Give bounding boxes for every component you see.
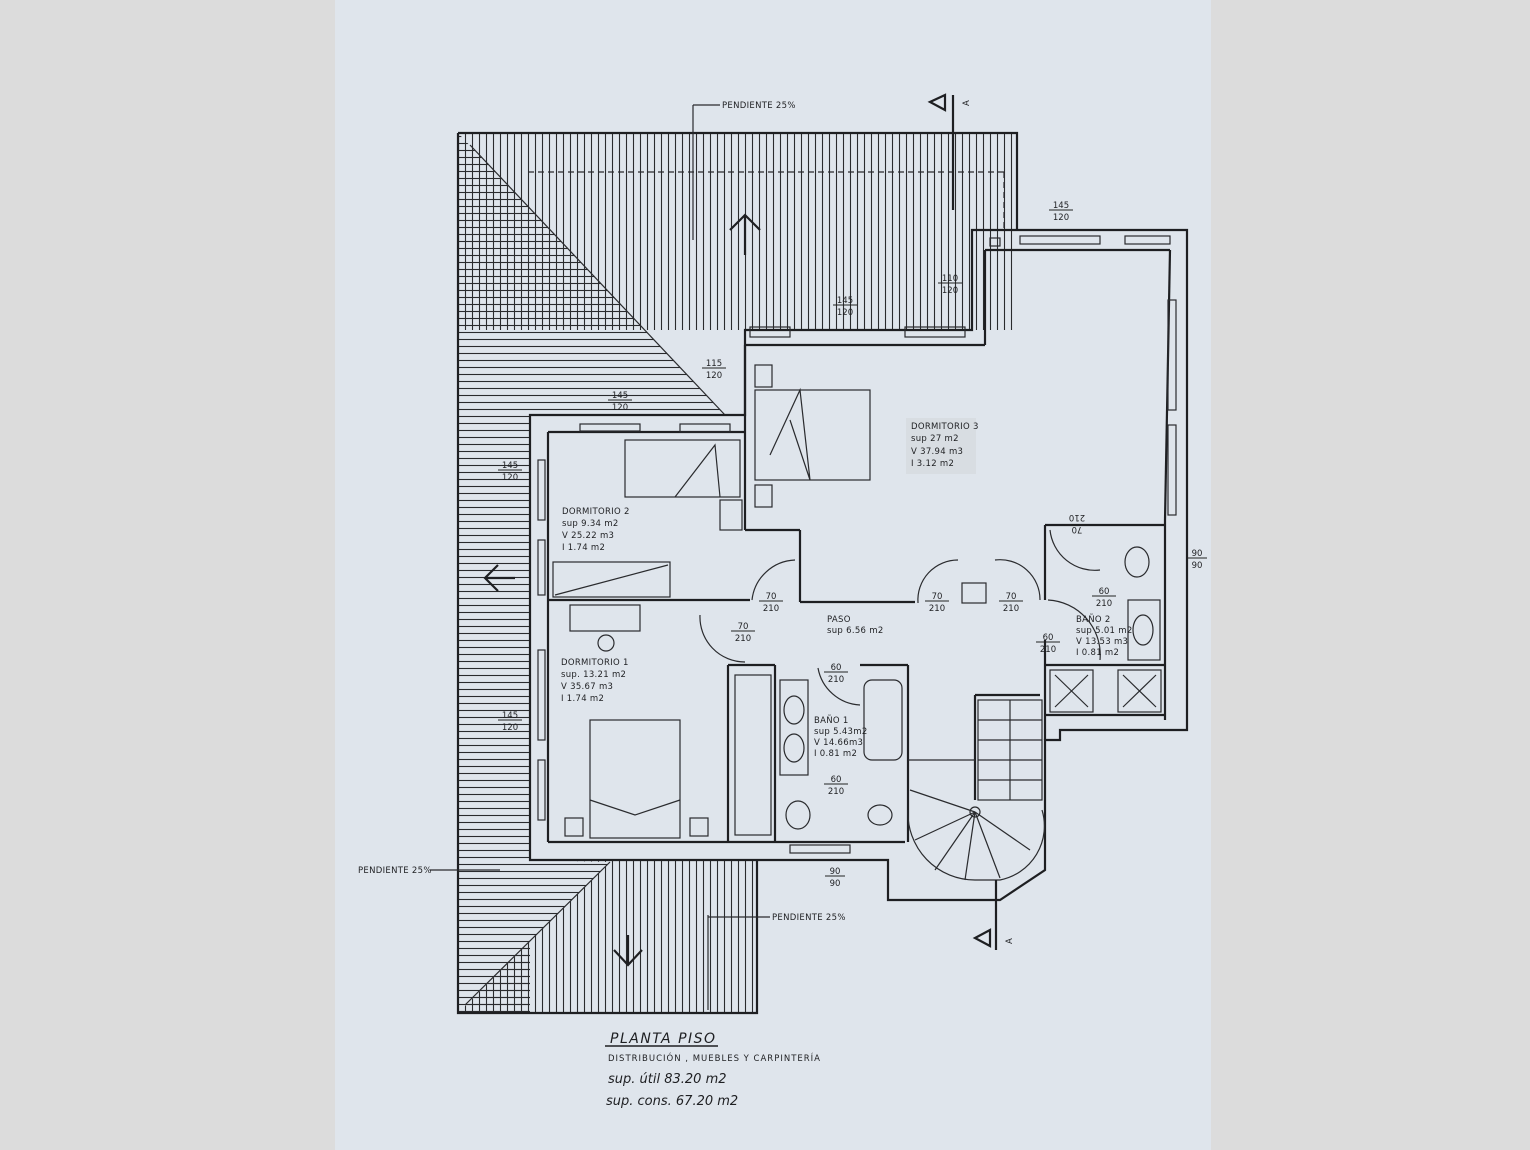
- built-area: sup. cons. 67.20 m2: [606, 1094, 738, 1109]
- svg-text:90: 90: [1192, 549, 1203, 559]
- room-dormitorio-2: DORMITORIO 2 sup 9.34 m2 V 25.22 m3 I 1.…: [562, 507, 630, 553]
- room-dormitorio-1: DORMITORIO 1 sup. 13.21 m2 V 35.67 m3 I …: [561, 658, 629, 704]
- slope-label-top: PENDIENTE 25%: [722, 101, 796, 111]
- svg-text:60: 60: [831, 775, 842, 785]
- section-line-a: [927, 93, 998, 950]
- svg-text:sup 5.01 m2: sup 5.01 m2: [1076, 626, 1133, 636]
- svg-text:I 0.81 m2: I 0.81 m2: [1076, 648, 1119, 658]
- svg-text:110: 110: [942, 274, 958, 284]
- svg-text:210: 210: [1096, 599, 1112, 609]
- svg-text:DORMITORIO 1: DORMITORIO 1: [561, 658, 629, 668]
- svg-text:145: 145: [837, 296, 853, 306]
- svg-text:V 35.67 m3: V 35.67 m3: [561, 682, 613, 692]
- slope-arrows: [483, 213, 761, 967]
- roof-bottom: [458, 860, 757, 1013]
- svg-text:I 0.81 m2: I 0.81 m2: [814, 749, 857, 759]
- svg-text:I 1.74 m2: I 1.74 m2: [562, 543, 605, 553]
- svg-text:sup. 13.21 m2: sup. 13.21 m2: [561, 670, 626, 680]
- svg-text:210: 210: [929, 604, 945, 614]
- plan-title: PLANTA PISO: [610, 1031, 717, 1047]
- svg-text:60: 60: [831, 663, 842, 673]
- svg-text:90: 90: [830, 879, 841, 889]
- room-paso: PASO sup 6.56 m2: [827, 615, 884, 636]
- svg-text:120: 120: [942, 286, 958, 296]
- room-dormitorio-3: DORMITORIO 3 sup 27 m2 V 37.94 m3 I 3.12…: [911, 422, 979, 469]
- svg-text:145: 145: [502, 461, 518, 471]
- usable-area: sup. útil 83.20 m2: [608, 1072, 727, 1087]
- hip-line: [464, 861, 611, 1006]
- slope-label-left: PENDIENTE 25%: [358, 866, 432, 876]
- svg-text:210: 210: [828, 675, 844, 685]
- svg-text:60: 60: [1099, 587, 1110, 597]
- svg-text:120: 120: [612, 403, 628, 413]
- svg-text:115: 115: [706, 359, 722, 369]
- room-bano-1: BAÑO 1 sup 5.43m2 V 14.66m3 I 0.81 m2: [814, 715, 868, 759]
- svg-text:70: 70: [738, 622, 749, 632]
- svg-text:120: 120: [1053, 213, 1069, 223]
- furniture: [552, 364, 1162, 839]
- plan-subtitle: DISTRIBUCIÓN , MUEBLES Y CARPINTERÍA: [608, 1052, 821, 1064]
- svg-text:120: 120: [706, 371, 722, 381]
- svg-text:V 25.22 m3: V 25.22 m3: [562, 531, 614, 541]
- room-bano-2: BAÑO 2 sup 5.01 m2 V 13.53 m3 I 0.81 m2: [1076, 614, 1133, 658]
- section-marker-label: A: [962, 100, 972, 106]
- svg-text:120: 120: [502, 723, 518, 733]
- svg-text:210: 210: [828, 787, 844, 797]
- svg-text:210: 210: [1040, 645, 1056, 655]
- svg-text:60: 60: [1043, 633, 1054, 643]
- svg-text:V 13.53 m3: V 13.53 m3: [1076, 637, 1128, 647]
- svg-text:BAÑO 1: BAÑO 1: [814, 715, 849, 726]
- svg-text:DORMITORIO 2: DORMITORIO 2: [562, 507, 630, 517]
- staircase: [907, 699, 1045, 881]
- roof-left: [458, 415, 530, 1013]
- svg-text:145: 145: [1053, 201, 1069, 211]
- svg-text:145: 145: [612, 391, 628, 401]
- svg-text:210: 210: [1069, 512, 1085, 522]
- doors: [699, 529, 1101, 706]
- svg-text:90: 90: [830, 867, 841, 877]
- svg-text:210: 210: [763, 604, 779, 614]
- section-marker-label: A: [1005, 938, 1015, 944]
- svg-text:210: 210: [735, 634, 751, 644]
- hip-line: [469, 144, 726, 416]
- svg-text:sup 27 m2: sup 27 m2: [911, 434, 959, 444]
- roof-top: [458, 133, 1017, 415]
- svg-text:PASO: PASO: [827, 615, 851, 625]
- svg-text:sup 9.34 m2: sup 9.34 m2: [562, 519, 619, 529]
- svg-text:I 3.12 m2: I 3.12 m2: [911, 459, 954, 469]
- svg-text:I 1.74 m2: I 1.74 m2: [561, 694, 604, 704]
- svg-text:V 14.66m3: V 14.66m3: [814, 738, 863, 748]
- svg-text:V 37.94 m3: V 37.94 m3: [911, 447, 963, 457]
- slope-label-bottom: PENDIENTE 25%: [772, 913, 846, 923]
- title-block: PLANTA PISO DISTRIBUCIÓN , MUEBLES Y CAR…: [605, 1031, 821, 1109]
- svg-text:70: 70: [766, 592, 777, 602]
- svg-text:120: 120: [837, 308, 853, 318]
- svg-text:70: 70: [1072, 524, 1083, 534]
- svg-text:sup 6.56 m2: sup 6.56 m2: [827, 626, 884, 636]
- svg-text:70: 70: [932, 592, 943, 602]
- svg-text:BAÑO 2: BAÑO 2: [1076, 614, 1111, 625]
- svg-text:120: 120: [502, 473, 518, 483]
- svg-text:90: 90: [1192, 561, 1203, 571]
- windows: [537, 235, 1177, 854]
- dimension-labels: 145 120 110 120 145 120 115 120 145 120 145 12…: [498, 201, 1207, 889]
- svg-text:210: 210: [1003, 604, 1019, 614]
- svg-text:70: 70: [1006, 592, 1017, 602]
- svg-text:145: 145: [502, 711, 518, 721]
- svg-text:sup 5.43m2: sup 5.43m2: [814, 727, 868, 737]
- svg-text:DORMITORIO 3: DORMITORIO 3: [911, 422, 979, 432]
